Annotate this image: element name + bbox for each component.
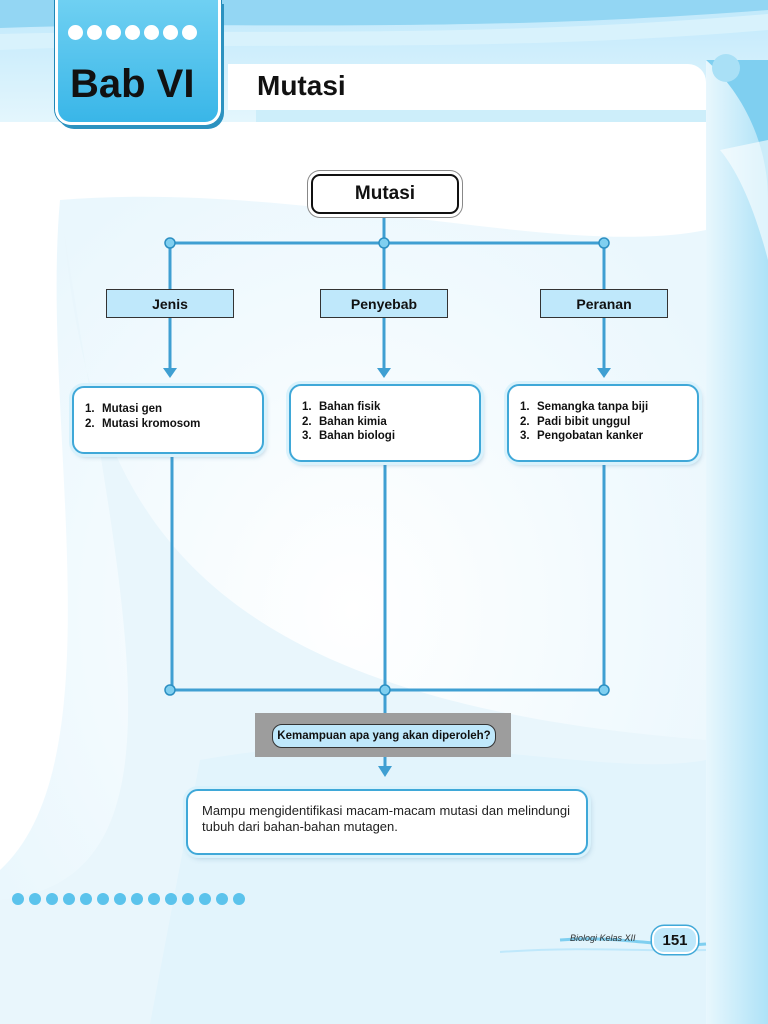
junction-dot <box>379 684 391 696</box>
page-title: Mutasi <box>257 70 346 101</box>
dot-icon <box>114 893 126 905</box>
dot-icon <box>216 893 228 905</box>
list-item-number: 3. <box>302 430 312 442</box>
dot-icon <box>46 893 58 905</box>
list-item-text: Padi bibit unggul <box>537 415 631 428</box>
concept-root: Mutasi <box>311 174 459 214</box>
junction-dot <box>598 237 610 249</box>
list-item: 1. Semangka tanpa biji <box>520 400 648 415</box>
list-item: 2. Padi bibit unggul <box>520 415 648 430</box>
dot-icon <box>97 893 109 905</box>
chapter-label: Bab VI <box>70 62 195 106</box>
category-peranan: Peranan <box>540 289 668 318</box>
dot-icon <box>80 893 92 905</box>
arrow-down-icon <box>378 766 392 777</box>
answer-box: Mampu mengidentifikasi macam-macam mutas… <box>186 789 588 855</box>
dot-icon <box>144 25 159 40</box>
list-item-number: 1. <box>302 401 312 413</box>
title-bar <box>228 64 706 110</box>
junction-dot <box>598 684 610 696</box>
dot-icon <box>68 25 83 40</box>
arrow-down-icon <box>597 368 611 378</box>
answer-text: Mampu mengidentifikasi macam-macam mutas… <box>202 803 570 834</box>
list-item-text: Mutasi kromosom <box>102 417 201 430</box>
dot-icon <box>87 25 102 40</box>
bottom-dots <box>12 893 245 905</box>
list-item-number: 2. <box>85 417 95 430</box>
list-item-text: Semangka tanpa biji <box>537 401 649 413</box>
junction-dot <box>164 684 176 696</box>
dot-icon <box>106 25 121 40</box>
page-number: 151 <box>652 926 698 954</box>
chapter-tab <box>55 0 221 125</box>
dot-icon <box>233 893 245 905</box>
list-item-number: 1. <box>85 403 95 415</box>
list-item: 2. Bahan kimia <box>302 415 395 430</box>
list-item: 2. Mutasi kromosom <box>85 417 200 432</box>
dot-icon <box>199 893 211 905</box>
arrow-down-icon <box>163 368 177 378</box>
list-item-number: 2. <box>302 415 312 428</box>
list-item-number: 2. <box>520 415 530 428</box>
list-item: 3. Pengobatan kanker <box>520 429 648 444</box>
title-underline <box>256 110 706 122</box>
list-item-number: 3. <box>520 430 530 442</box>
chapter-tab-dots <box>68 25 197 40</box>
list-item: 1. Mutasi gen <box>85 402 200 417</box>
list-item-text: Bahan biologi <box>319 430 396 442</box>
junction-dot <box>164 237 176 249</box>
dot-icon <box>12 893 24 905</box>
category-jenis: Jenis <box>106 289 234 318</box>
list-item-text: Pengobatan kanker <box>537 430 644 442</box>
list-item-text: Mutasi gen <box>102 403 163 415</box>
dot-icon <box>182 25 197 40</box>
dot-icon <box>165 893 177 905</box>
junction-dot <box>378 237 390 249</box>
dot-icon <box>148 893 160 905</box>
list-jenis: 1. Mutasi gen 2. Mutasi kromosom <box>72 386 264 454</box>
list-item-number: 1. <box>520 401 530 413</box>
list-item-text: Bahan fisik <box>319 401 381 413</box>
arrow-down-icon <box>377 368 391 378</box>
dot-icon <box>125 25 140 40</box>
category-penyebab: Penyebab <box>320 289 448 318</box>
footer-book-title: Biologi Kelas XII <box>570 933 636 943</box>
dot-icon <box>182 893 194 905</box>
list-item: 1. Bahan fisik <box>302 400 395 415</box>
list-peranan: 1. Semangka tanpa biji 2. Padi bibit unggu… <box>507 384 699 462</box>
question-label: Kemampuan apa yang akan diperoleh? <box>272 724 496 748</box>
dot-icon <box>63 893 75 905</box>
list-item-text: Bahan kimia <box>319 415 387 428</box>
dot-icon <box>131 893 143 905</box>
dot-icon <box>163 25 178 40</box>
dot-icon <box>29 893 41 905</box>
list-penyebab: 1. Bahan fisik 2. Bahan kimia 3. Bahan biol… <box>289 384 481 462</box>
list-item: 3. Bahan biologi <box>302 429 395 444</box>
